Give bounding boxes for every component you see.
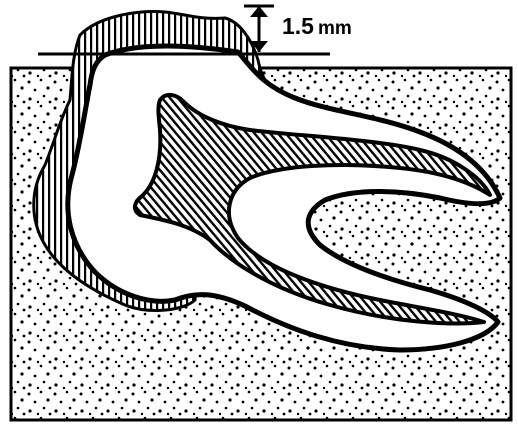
- measurement-unit: mm: [318, 18, 352, 39]
- measurement-value: 1.5: [282, 13, 314, 39]
